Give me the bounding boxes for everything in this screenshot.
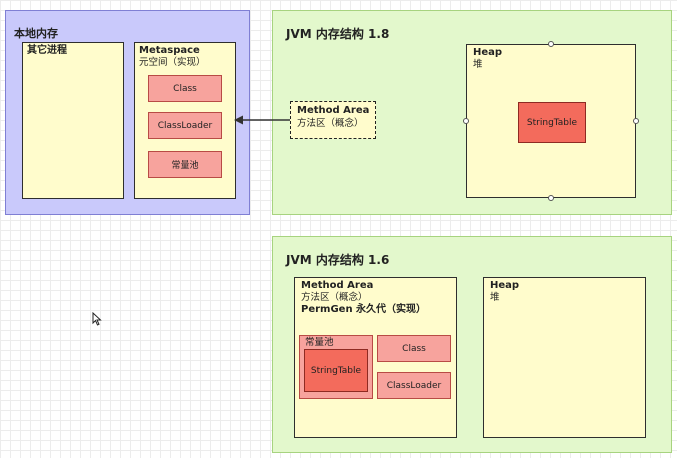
jvm18-method-area-subtitle: 方法区（概念） [297, 118, 364, 129]
heap-handle-bottom[interactable] [548, 195, 554, 201]
jvm16-method-area-box: Method Area 方法区（概念） PermGen 永久代（实现） 常量池 … [294, 277, 457, 438]
metaspace-box: Metaspace 元空间（实现） Class ClassLoader 常量池 [134, 42, 236, 199]
jvm18-string-table-box: StringTable [518, 102, 586, 143]
jvm16-permgen-label: PermGen 永久代（实现） [301, 304, 427, 315]
jvm18-heap-box: Heap 堆 StringTable [466, 44, 636, 198]
jvm18-heap-title: Heap [473, 47, 503, 58]
metaspace-class-box: Class [148, 75, 222, 102]
jvm18-title: JVM 内存结构 1.8 [286, 27, 390, 41]
jvm16-method-area-subtitle: 方法区（概念） [301, 292, 368, 303]
jvm16-panel: JVM 内存结构 1.6 Method Area 方法区（概念） PermGen… [272, 236, 672, 453]
other-processes-label: 其它进程 [27, 45, 67, 56]
jvm18-panel: JVM 内存结构 1.8 Method Area 方法区（概念） Heap 堆 … [272, 10, 672, 215]
jvm18-heap-subtitle: 堆 [473, 59, 483, 70]
metaspace-title: Metaspace [139, 45, 200, 56]
jvm16-title: JVM 内存结构 1.6 [286, 253, 390, 267]
native-memory-panel: 本地内存 其它进程 Metaspace 元空间（实现） Class ClassL… [5, 10, 250, 215]
metaspace-subtitle: 元空间（实现） [139, 57, 206, 68]
jvm16-classloader-box: ClassLoader [377, 372, 451, 399]
jvm16-method-area-title: Method Area [301, 280, 374, 291]
jvm16-constant-pool-label: 常量池 [305, 337, 334, 348]
jvm16-heap-subtitle: 堆 [490, 292, 500, 303]
jvm16-heap-title: Heap [490, 280, 520, 291]
native-memory-title: 本地内存 [14, 27, 58, 40]
metaspace-constant-pool-box: 常量池 [148, 151, 222, 178]
arrow-method-area-to-metaspace [234, 115, 290, 125]
heap-handle-left[interactable] [463, 118, 469, 124]
heap-handle-top[interactable] [548, 41, 554, 47]
mouse-cursor-icon [92, 312, 102, 326]
jvm16-heap-box: Heap 堆 [483, 277, 646, 438]
jvm18-method-area-box: Method Area 方法区（概念） [290, 101, 376, 139]
metaspace-classloader-box: ClassLoader [148, 112, 222, 139]
jvm16-constant-pool-box: 常量池 StringTable [299, 335, 373, 399]
jvm16-class-box: Class [377, 335, 451, 362]
jvm18-method-area-title: Method Area [297, 105, 370, 116]
jvm16-string-table-box: StringTable [304, 349, 368, 392]
other-processes-box: 其它进程 [22, 42, 124, 199]
heap-handle-right[interactable] [633, 118, 639, 124]
